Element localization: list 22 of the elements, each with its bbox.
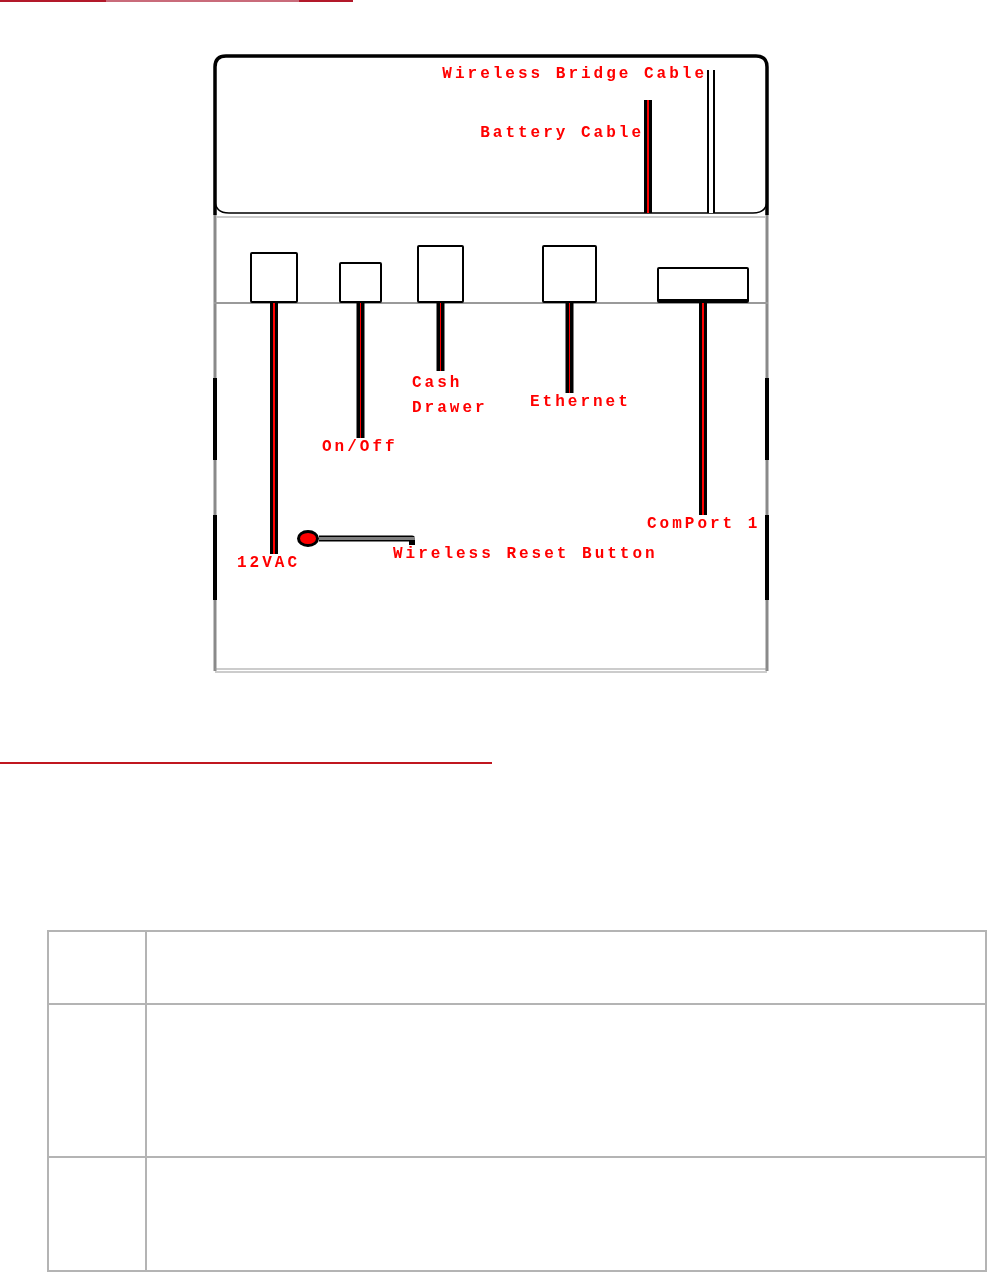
part-label: Ethernet	[530, 393, 631, 411]
leader-line	[699, 303, 707, 515]
port-socket	[250, 252, 298, 303]
part-label: Wireless Reset Button	[393, 545, 658, 563]
leader-line	[644, 100, 652, 213]
part-label: Cash Drawer	[412, 371, 494, 421]
leader-line	[707, 70, 715, 213]
port-socket	[339, 262, 382, 303]
reset-button	[297, 530, 319, 547]
part-label: Wireless Bridge Cable	[442, 65, 707, 83]
part-label: Battery Cable	[480, 124, 644, 142]
leader-line	[436, 303, 445, 371]
part-label: On/Off	[322, 438, 398, 456]
port-socket	[417, 245, 464, 303]
part-label: 12VAC	[237, 554, 300, 572]
leader-line	[319, 535, 415, 545]
leader-line	[356, 303, 365, 438]
port-socket	[657, 267, 749, 303]
leader-line	[565, 303, 574, 393]
port-socket	[542, 245, 597, 303]
leader-line	[270, 303, 278, 554]
part-label: ComPort 1	[647, 515, 761, 533]
